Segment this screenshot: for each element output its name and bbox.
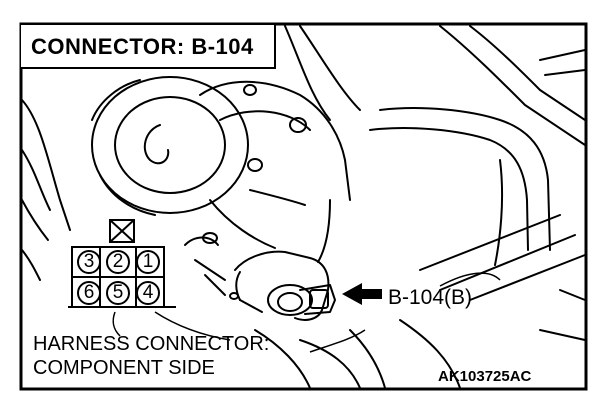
callout-leader-line: [439, 272, 501, 287]
pin-number: 3: [83, 251, 95, 272]
harness-connector-symbol: [68, 219, 176, 308]
harness-leader-lines: [112, 311, 366, 353]
figure-code: AK103725AC: [438, 368, 532, 385]
engine-illustration: [21, 25, 586, 389]
pin-number: 6: [83, 282, 95, 303]
pin-number: 5: [112, 282, 124, 303]
harness-connector-label: HARNESS CONNECTOR:: [33, 333, 270, 355]
pin-number: 1: [142, 251, 154, 272]
pin-number: 4: [142, 282, 154, 303]
pin-number: 2: [112, 251, 124, 272]
title-box: [21, 23, 276, 69]
page-title: CONNECTOR: B-104: [31, 34, 254, 59]
figure-border: [19, 22, 588, 391]
component-side-label: COMPONENT SIDE: [33, 357, 215, 379]
connector-callout-label: B-104(B): [388, 286, 473, 309]
callout-arrow: [342, 283, 382, 305]
